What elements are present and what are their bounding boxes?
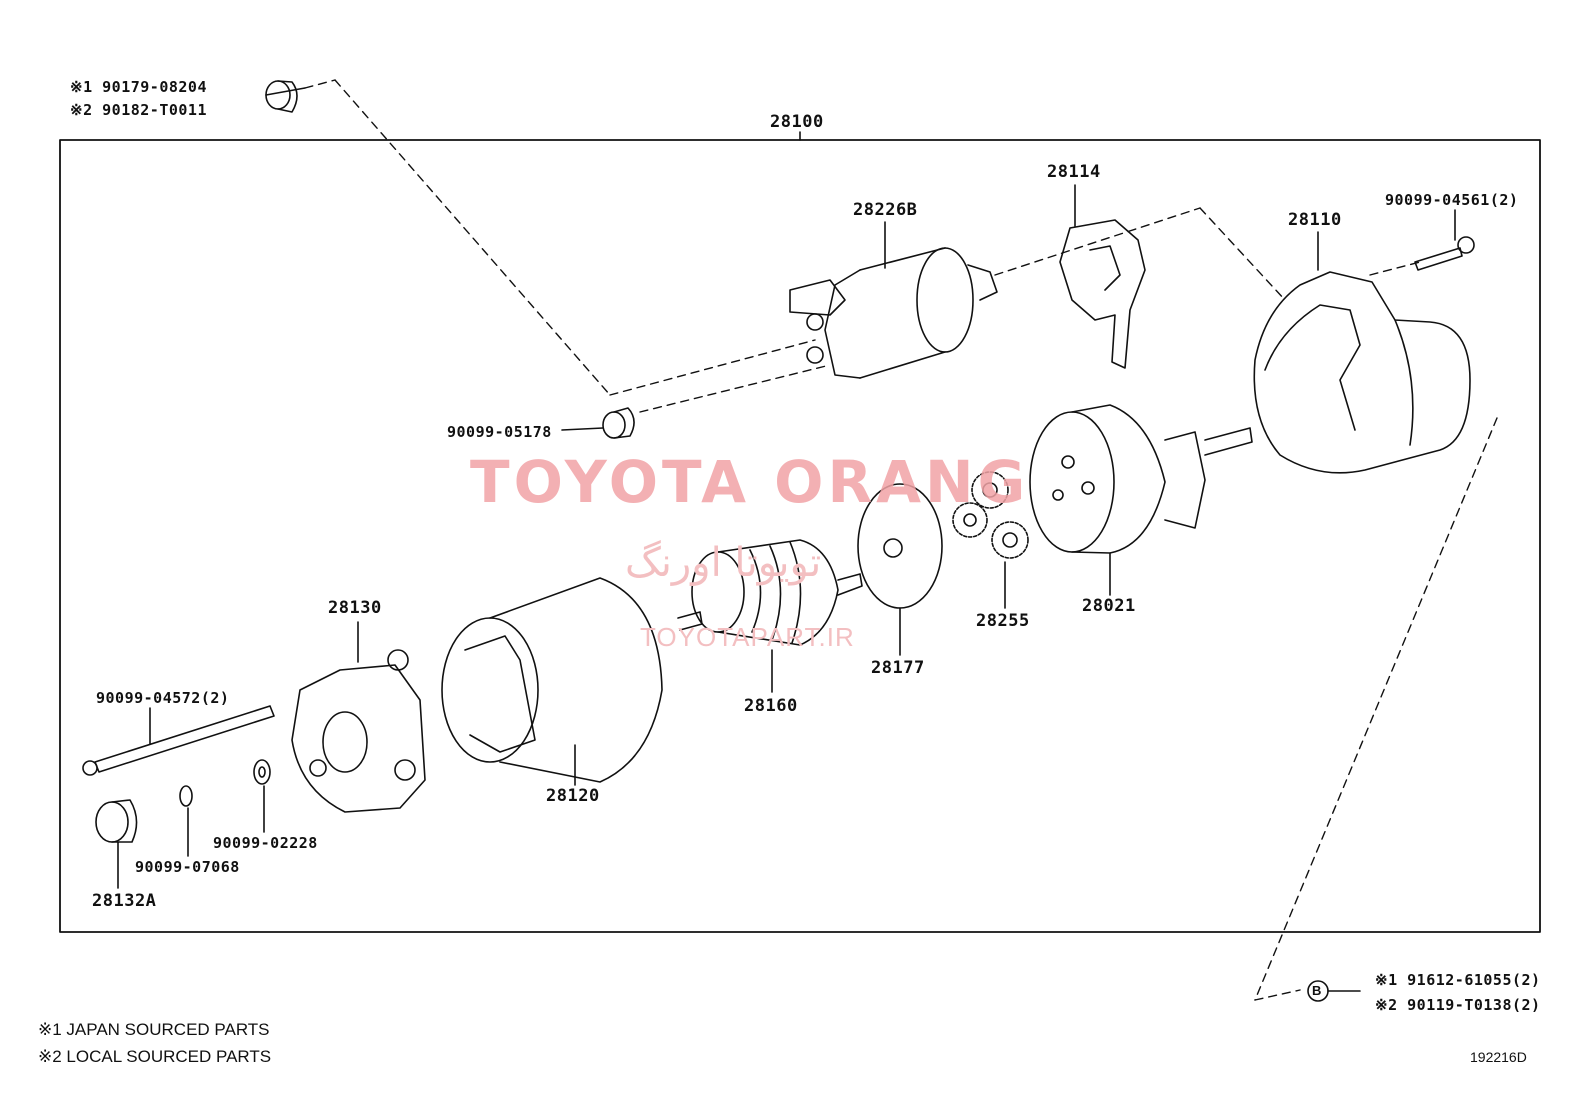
label-28110[interactable]: 28110 (1288, 210, 1342, 230)
label-90099-04572[interactable]: 90099-04572(2) (96, 689, 230, 707)
cap-05178-icon (561, 407, 635, 439)
note-local-sourced: ※2 LOCAL SOURCED PARTS (38, 1047, 272, 1066)
plate-28177-icon (857, 483, 943, 656)
cap-part-icon (265, 80, 306, 113)
lever-28114-icon (1059, 184, 1146, 369)
label-28226b[interactable]: 28226B (853, 200, 918, 220)
cap-28132a-icon (95, 799, 138, 889)
label-90099-05178[interactable]: 90099-05178 (447, 423, 552, 441)
label-28120[interactable]: 28120 (546, 786, 600, 806)
dashed-guides (304, 79, 1498, 1001)
figure-code: 192216D (1470, 1049, 1527, 1065)
label-28130[interactable]: 28130 (328, 598, 382, 618)
label-28160[interactable]: 28160 (744, 696, 798, 716)
label-90099-02228[interactable]: 90099-02228 (213, 834, 318, 852)
yoke-28120-icon (441, 577, 663, 786)
housing-28110-icon (1253, 231, 1471, 474)
callout-bottom-right-1: ※1 91612-61055(2) (1375, 971, 1541, 989)
label-28132a[interactable]: 28132A (92, 891, 157, 911)
callout-top-left-2: ※2 90182-T0011 (70, 101, 207, 119)
brush-holder-28130-icon (291, 621, 426, 813)
label-90099-04561[interactable]: 90099-04561(2) (1385, 191, 1519, 209)
label-28021[interactable]: 28021 (1082, 596, 1136, 616)
callout-bottom-right-2: ※2 90119-T0138(2) (1375, 996, 1541, 1014)
carrier-28021-icon (1029, 404, 1253, 596)
gears-28255-icon (952, 471, 1029, 609)
washer-02228-icon (253, 759, 271, 833)
solenoid-28226b-icon (789, 221, 998, 379)
b-marker-label: B (1312, 983, 1322, 998)
label-28255[interactable]: 28255 (976, 611, 1030, 631)
ring-07068-icon (179, 785, 193, 857)
note-japan-sourced: ※1 JAPAN SOURCED PARTS (38, 1020, 270, 1039)
b-marker-icon (1307, 980, 1361, 1002)
label-28114[interactable]: 28114 (1047, 162, 1101, 182)
watermark-persian: تویوتا اورنگ (625, 540, 822, 586)
label-90099-07068[interactable]: 90099-07068 (135, 858, 240, 876)
watermark-main: TOYOTA ORANG (470, 448, 1030, 516)
label-28177[interactable]: 28177 (871, 658, 925, 678)
through-bolt-04572-icon (82, 705, 275, 776)
armature-28160-icon (677, 539, 863, 693)
label-28100[interactable]: 28100 (770, 112, 824, 132)
bolt-04561-icon (1414, 209, 1475, 271)
callout-top-left-1: ※1 90179-08204 (70, 78, 207, 96)
watermark-url: TOYOTAPART.IR (640, 622, 855, 652)
